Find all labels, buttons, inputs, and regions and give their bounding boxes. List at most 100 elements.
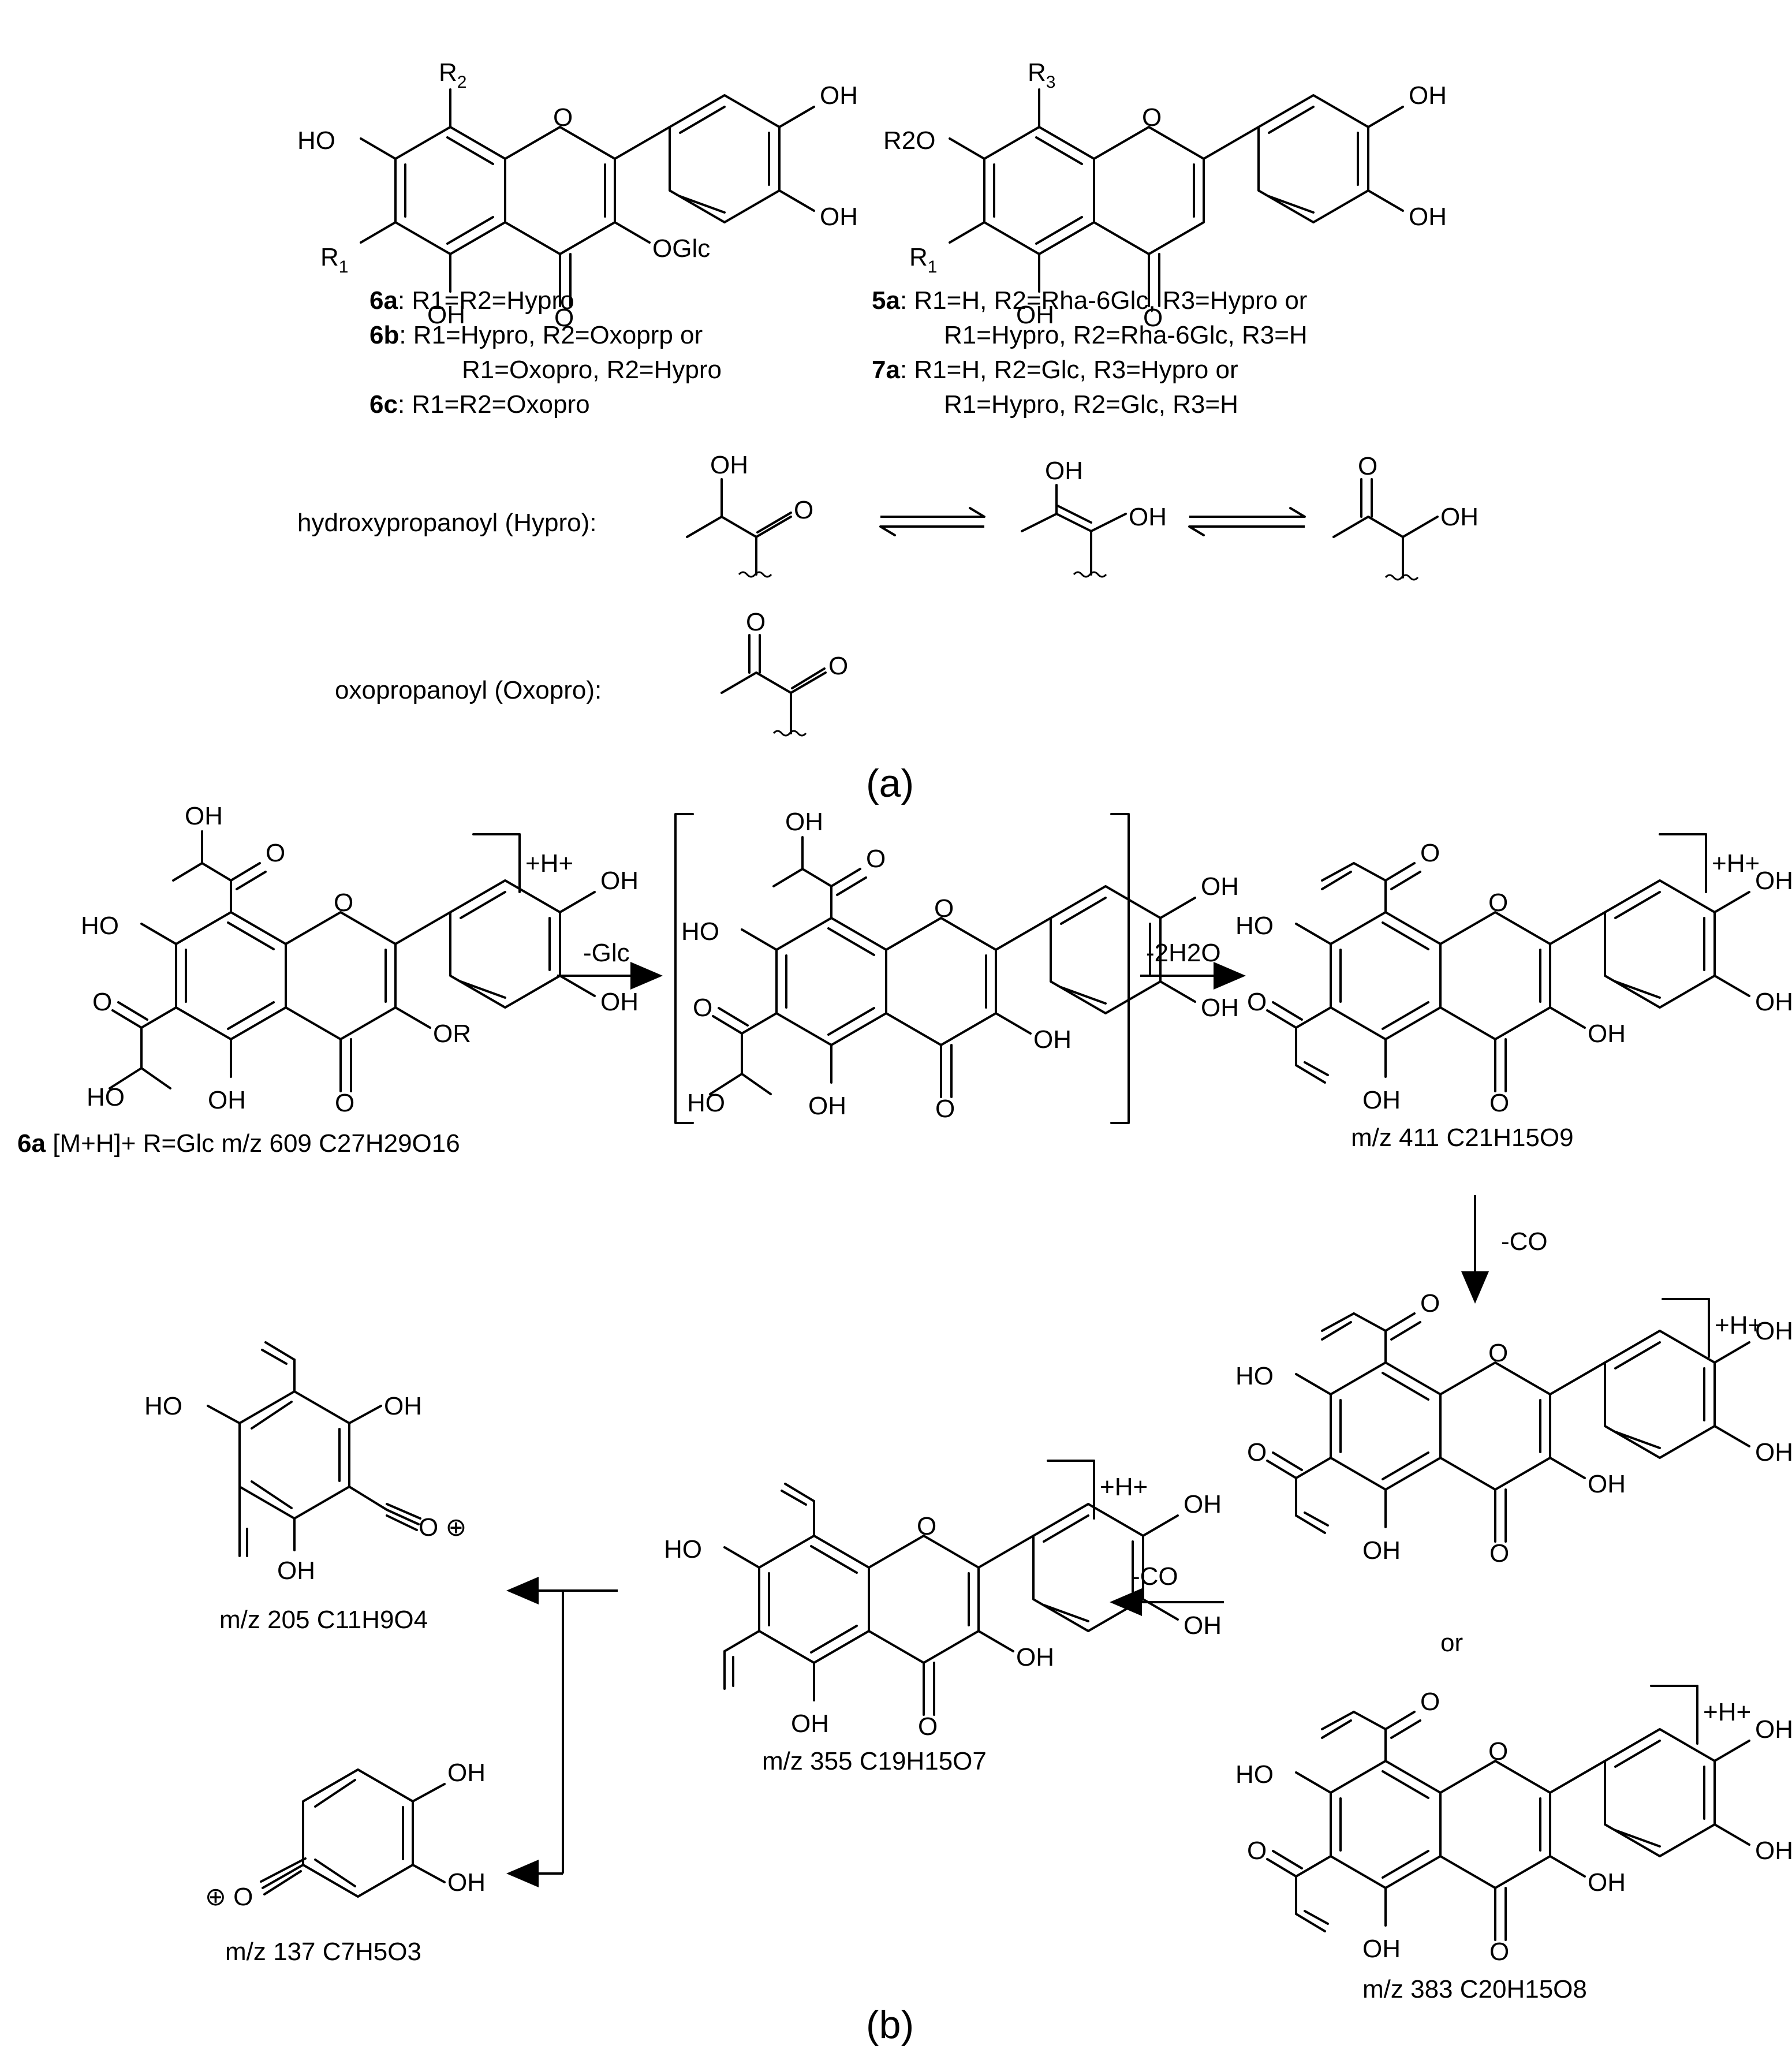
ion-383-structure: O HO O OH O O OH OH OH — [1235, 1688, 1792, 1966]
svg-text:HO: HO — [1235, 1362, 1274, 1390]
svg-text:O: O — [1420, 839, 1440, 867]
svg-text:O: O — [554, 304, 574, 332]
ion-383-bracket — [1650, 1685, 1698, 1745]
svg-text:O: O — [1489, 1539, 1509, 1568]
svg-text:R1=Hypro, R2=Rha-6Glc, R3=H: R1=Hypro, R2=Rha-6Glc, R3=H — [944, 321, 1308, 349]
svg-text:6a: R1=R2=Hypro: 6a: R1=R2=Hypro — [369, 286, 574, 315]
svg-text:O: O — [917, 1512, 936, 1540]
hypro-label: hydroxypropanoyl (Hypro): — [297, 509, 596, 537]
svg-text:O: O — [92, 988, 112, 1016]
compound-6-structure: R2 HO R1 OH O O OGlc OH OH — [297, 58, 858, 332]
svg-text:O: O — [1488, 1737, 1508, 1766]
svg-text:O: O — [1420, 1289, 1440, 1318]
equilibrium-arrow-1 — [879, 507, 985, 536]
ion-383-charge: +H+ — [1703, 1698, 1751, 1726]
svg-text:O: O — [1143, 304, 1163, 332]
svg-text:R2: R2 — [439, 58, 466, 92]
svg-text:HO: HO — [81, 912, 119, 940]
svg-text:OH: OH — [1129, 503, 1167, 531]
or-label: or — [1440, 1629, 1463, 1657]
svg-text:7a: R1=H, R2=Glc, R3=Hypro or: 7a: R1=H, R2=Glc, R3=Hypro or — [872, 356, 1238, 384]
svg-text:OH: OH — [1755, 1837, 1792, 1865]
svg-text:R1=Hypro, R2=Glc, R3=H: R1=Hypro, R2=Glc, R3=H — [944, 390, 1238, 419]
ion-205-caption: m/z 205 C11H9O4 — [219, 1606, 428, 1634]
svg-text:R3: R3 — [1028, 58, 1055, 92]
svg-text:OH: OH — [1755, 1317, 1792, 1345]
ion-609-structure: OH O HO O HO OH O O OR OH OH — [81, 802, 639, 1117]
svg-text:⊕ O: ⊕ O — [205, 1883, 253, 1911]
branch-arrows — [506, 1577, 618, 1887]
svg-text:6b: R1=Hypro, R2=Oxoprp or: 6b: R1=Hypro, R2=Oxoprp or — [369, 321, 703, 349]
svg-text:HO: HO — [687, 1089, 725, 1117]
svg-text:OH: OH — [820, 81, 858, 110]
svg-text:O: O — [1488, 1339, 1508, 1367]
svg-text:O: O — [935, 1095, 955, 1123]
svg-text:R1=Oxopro, R2=Hypro: R1=Oxopro, R2=Hypro — [462, 356, 722, 384]
svg-text:OH: OH — [1184, 1611, 1222, 1640]
step-co-label-2: -CO — [1132, 1562, 1178, 1591]
compound-5-7-structure: R3 R2O R1 OH O O OH OH — [883, 58, 1447, 332]
svg-text:O: O — [1488, 889, 1508, 917]
svg-text:HO: HO — [681, 917, 719, 946]
equilibrium-arrow-2 — [1188, 507, 1306, 536]
svg-text:OH: OH — [1016, 301, 1054, 329]
svg-text:O: O — [1358, 452, 1377, 480]
svg-text:OH: OH — [791, 1710, 829, 1738]
svg-text:OR: OR — [433, 1020, 471, 1048]
svg-text:O: O — [866, 845, 886, 873]
svg-text:OH: OH — [208, 1086, 246, 1114]
ion-411-structure: O HO O OH O O OH OH OH — [1235, 839, 1792, 1117]
svg-text:OH: OH — [1409, 81, 1447, 110]
svg-text:O: O — [828, 652, 848, 680]
step-co-label-1: -CO — [1501, 1227, 1548, 1256]
svg-text:O: O — [1247, 1438, 1267, 1466]
svg-text:HO: HO — [297, 126, 335, 155]
svg-text:OH: OH — [1588, 1470, 1626, 1498]
svg-text:OH: OH — [820, 203, 858, 231]
svg-text:R1: R1 — [909, 243, 937, 277]
intermediate-bracket — [674, 813, 1130, 1124]
svg-text:OH: OH — [1755, 1715, 1792, 1744]
ion-355-charge: +H+ — [1100, 1473, 1148, 1501]
svg-text:OH: OH — [710, 451, 748, 479]
ion-411-caption: m/z 411 C21H15O9 — [1351, 1124, 1574, 1152]
svg-text:OH: OH — [277, 1557, 315, 1585]
ion-383-caption: m/z 383 C20H15O8 — [1362, 1975, 1587, 2003]
ion-205-structure: HO OH OH O ⊕ — [144, 1341, 466, 1585]
intermediate-structure: OH O HO O HO OH O O OH OH OH — [681, 808, 1239, 1123]
svg-text:OH: OH — [1362, 1935, 1401, 1963]
svg-text:OH: OH — [1362, 1536, 1401, 1565]
svg-text:OH: OH — [1016, 1643, 1054, 1671]
svg-text:OH: OH — [1588, 1020, 1626, 1048]
svg-text:HO: HO — [1235, 1760, 1274, 1789]
svg-text:OH: OH — [1033, 1025, 1072, 1054]
panel-b-label: (b) — [866, 2003, 914, 2047]
svg-text:HO: HO — [87, 1083, 125, 1111]
panel-a-label: (a) — [866, 762, 914, 805]
svg-text:5a: R1=H, R2=Rha-6Glc, R3=Hypr: 5a: R1=H, R2=Rha-6Glc, R3=Hypro or — [872, 286, 1307, 315]
svg-text:OH: OH — [1045, 457, 1083, 485]
svg-text:O: O — [1247, 988, 1267, 1016]
ion-609-bracket — [472, 833, 521, 893]
ion-355-caption: m/z 355 C19H15O7 — [762, 1747, 987, 1775]
ion-609-charge: +H+ — [525, 849, 573, 878]
svg-text:R1: R1 — [320, 243, 348, 277]
svg-text:R2O: R2O — [883, 126, 935, 155]
ion-355-bracket — [1047, 1460, 1095, 1520]
svg-text:OH: OH — [785, 808, 823, 836]
svg-text:OH: OH — [1588, 1868, 1626, 1897]
svg-text:OH: OH — [384, 1392, 422, 1420]
svg-text:OH: OH — [1201, 872, 1239, 901]
svg-text:O: O — [266, 839, 285, 867]
svg-text:OH: OH — [1755, 988, 1792, 1016]
svg-text:O: O — [746, 608, 766, 636]
svg-text:OH: OH — [185, 802, 223, 830]
svg-text:O: O — [693, 994, 712, 1022]
svg-text:OH: OH — [427, 301, 465, 329]
svg-text:6c: R1=R2=Oxopro: 6c: R1=R2=Oxopro — [369, 390, 590, 419]
ion-137-structure: OH OH ⊕ O — [205, 1759, 486, 1911]
compound-5-7-definitions: 5a: R1=H, R2=Rha-6Glc, R3=Hypro or R1=Hy… — [872, 286, 1308, 419]
oxopro-structure: O O — [720, 608, 848, 737]
svg-text:O ⊕: O ⊕ — [419, 1513, 466, 1542]
